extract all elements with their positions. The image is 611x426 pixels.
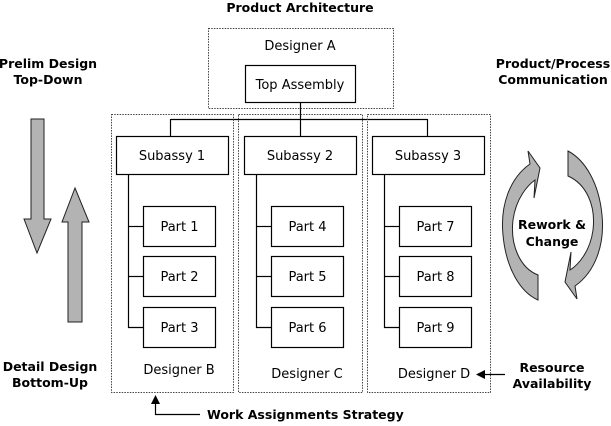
- subassy-1-tree-line: [127, 174, 143, 329]
- part-6-node[interactable]: [270, 306, 345, 349]
- resource-label-line2: Availability: [513, 376, 592, 391]
- designer-c-group: Subassy 2 Part 4 Part 5 Part 6 Designer …: [238, 114, 363, 393]
- cycle-arrow-up-icon: [501, 150, 541, 301]
- prelim-design-label-line1: Prelim Design: [0, 56, 97, 71]
- prelim-design-label-line2: Top-Down: [13, 72, 82, 87]
- rework-label-line2: Change: [526, 234, 579, 249]
- communication-label-line2: Communication: [498, 72, 608, 87]
- designer-b-label: Designer B: [143, 363, 214, 378]
- subassy-3-label: Subassy 3: [395, 149, 461, 164]
- subassy-3-tree-line: [383, 174, 399, 329]
- part-8-node[interactable]: [398, 255, 473, 298]
- work-assignments-label: Work Assignments Strategy: [207, 407, 404, 422]
- subassy-2-node[interactable]: [243, 135, 358, 176]
- part-1-node[interactable]: [142, 205, 217, 248]
- designer-d-group: Subassy 3 Part 7 Part 8 Part 9 Designer …: [367, 114, 491, 393]
- resource-arrowhead-icon: [476, 370, 485, 379]
- part-1-label: Part 1: [160, 220, 198, 235]
- resource-label-line1: Resource: [519, 360, 584, 375]
- part-6-label: Part 6: [288, 321, 326, 336]
- designer-c-box: [238, 114, 363, 393]
- work-assignment-arrow-line: [154, 402, 200, 416]
- part-4-label: Part 4: [288, 220, 326, 235]
- work-assignment-arrowhead-icon: [151, 395, 160, 404]
- subassy-2-tree-line: [255, 174, 271, 329]
- part-5-node[interactable]: [270, 255, 345, 298]
- designer-b-group: Subassy 1 Part 1 Part 2 Part 3 Designer …: [111, 114, 234, 393]
- subassy-2-label: Subassy 2: [267, 149, 333, 164]
- cycle-arrow-down-icon: [564, 150, 604, 300]
- part-9-label: Part 9: [416, 321, 454, 336]
- part-3-node[interactable]: [142, 306, 217, 349]
- part-9-node[interactable]: [398, 306, 473, 349]
- designer-d-box: [367, 114, 491, 393]
- part-7-node[interactable]: [398, 205, 473, 248]
- top-assembly-node[interactable]: [244, 64, 357, 104]
- designer-d-label: Designer D: [398, 367, 470, 382]
- communication-label-line1: Product/Process: [496, 56, 610, 71]
- detail-design-label-line1: Detail Design: [3, 359, 98, 374]
- bottom-up-arrow-icon: [61, 186, 90, 323]
- designer-a-label: Designer A: [264, 39, 335, 54]
- diagram-title: Product Architecture: [226, 0, 373, 15]
- subassy-1-node[interactable]: [115, 135, 230, 176]
- detail-design-label-line2: Bottom-Up: [12, 375, 88, 390]
- top-assembly-label: Top Assembly: [255, 78, 345, 93]
- part-4-node[interactable]: [270, 205, 345, 248]
- designer-c-label: Designer C: [271, 367, 342, 382]
- rework-label-line1: Rework &: [518, 217, 586, 232]
- subassy-3-node[interactable]: [371, 135, 486, 176]
- subassy-1-label: Subassy 1: [139, 149, 205, 164]
- part-3-label: Part 3: [160, 321, 198, 336]
- part-7-label: Part 7: [416, 220, 454, 235]
- part-2-label: Part 2: [160, 270, 198, 285]
- part-2-node[interactable]: [142, 255, 217, 298]
- part-8-label: Part 8: [416, 270, 454, 285]
- top-down-arrow-icon: [23, 118, 52, 255]
- part-5-label: Part 5: [288, 270, 326, 285]
